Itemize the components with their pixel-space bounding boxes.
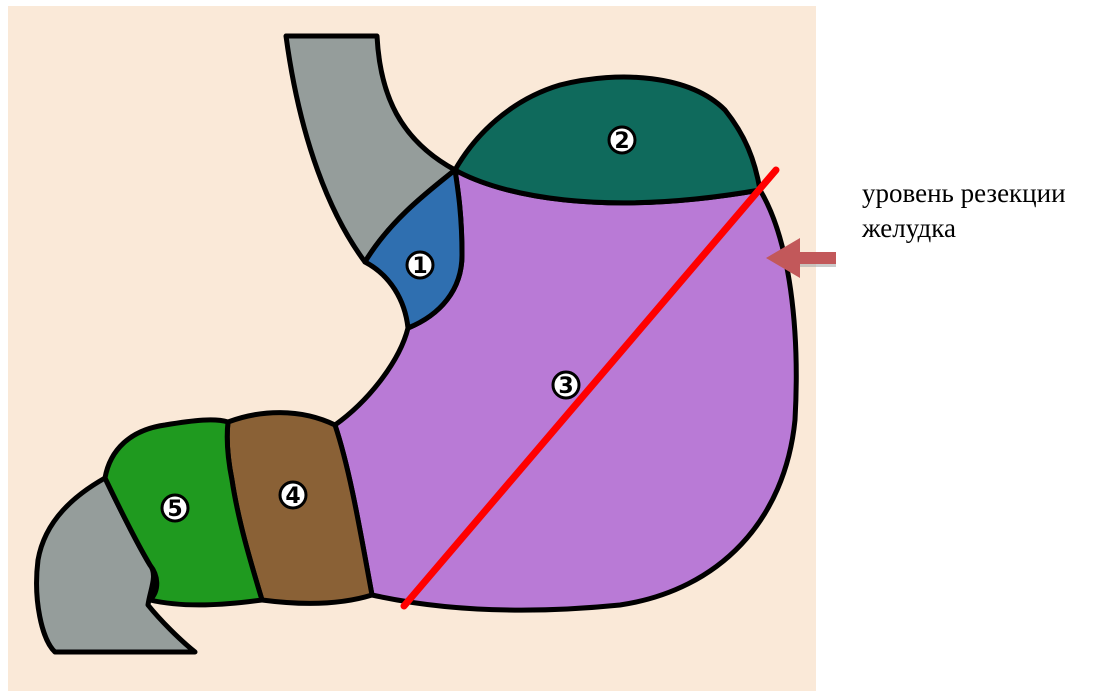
resection-label-line-2: желудка [862, 211, 1112, 246]
region-number-2: 2 [614, 129, 629, 154]
region-number-1: 1 [412, 254, 427, 279]
region-number-3: 3 [558, 374, 573, 399]
region-number-4: 4 [285, 484, 300, 509]
resection-level-label: уровень резекции желудка [862, 176, 1112, 246]
resection-label-line-1: уровень резекции [862, 176, 1112, 211]
region-number-5: 5 [167, 497, 182, 522]
